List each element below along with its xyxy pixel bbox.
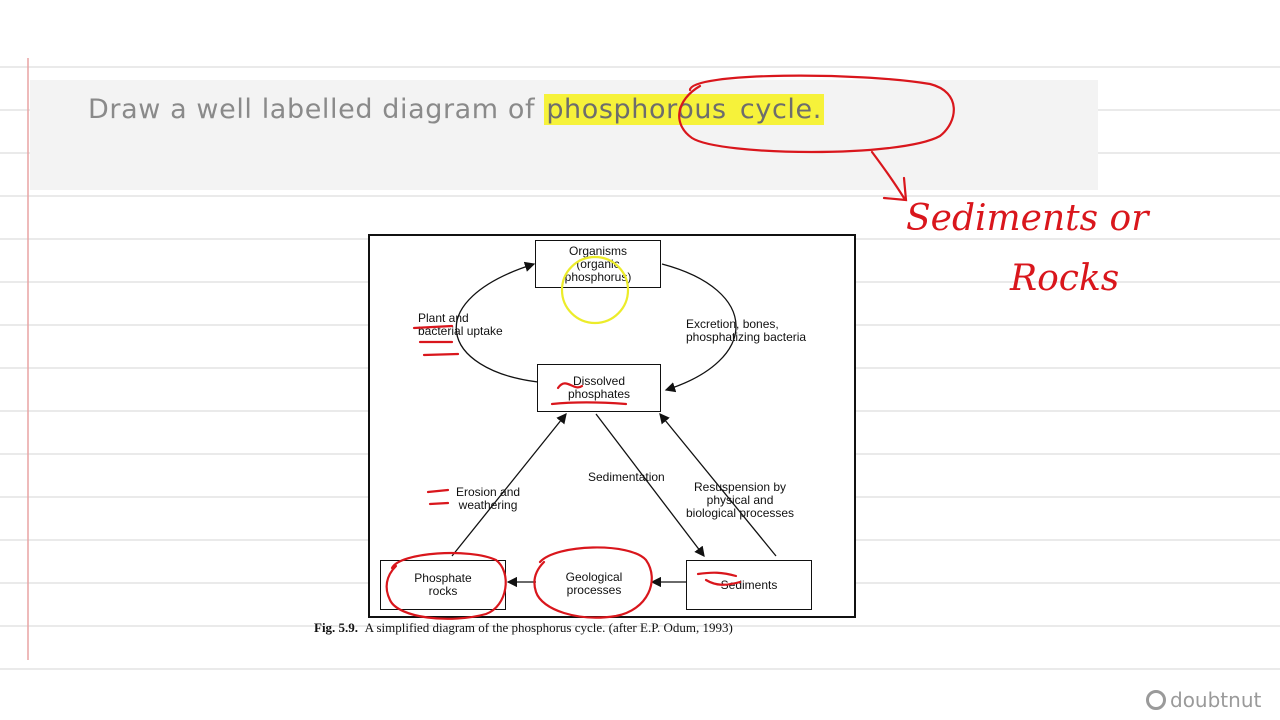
node-dissolved-phosphates: Dissolved phosphates bbox=[537, 364, 661, 412]
brand-name: doubtnut bbox=[1170, 688, 1262, 712]
question-highlight: phosphorous bbox=[544, 94, 729, 125]
node-phosphate-rocks: Phosphate rocks bbox=[380, 560, 506, 610]
node-geological-processes: Geological processes bbox=[565, 570, 623, 597]
label-erosion: Erosion and weathering bbox=[456, 485, 521, 512]
doubtnut-logo-icon bbox=[1146, 690, 1166, 710]
label-excretion: Excretion, bones, phosphatizing bacteria bbox=[686, 317, 807, 344]
question-prefix: Draw a well labelled diagram of bbox=[88, 94, 545, 125]
question-text: Draw a well labelled diagram of phosphor… bbox=[88, 94, 824, 125]
node-organisms: Organisms (organic phosphorus) bbox=[535, 240, 661, 288]
handwritten-note-line1: Sediments or bbox=[906, 198, 1149, 239]
handwritten-note-line2: Rocks bbox=[1010, 258, 1120, 299]
figure-caption: Fig. 5.9. A simplified diagram of the ph… bbox=[314, 620, 733, 636]
brand-logo: doubtnut bbox=[1146, 688, 1261, 712]
node-sediments: Sediments bbox=[686, 560, 812, 610]
label-uptake: Plant and bacterial uptake bbox=[418, 311, 503, 338]
caption-text: A simplified diagram of the phosphorus c… bbox=[364, 620, 733, 635]
question-suffix: cycle. bbox=[728, 94, 824, 125]
caption-fig-number: Fig. 5.9. bbox=[314, 620, 359, 635]
label-resuspension: Resuspension by physical and biological … bbox=[686, 480, 795, 520]
label-sedimentation: Sedimentation bbox=[588, 470, 665, 484]
